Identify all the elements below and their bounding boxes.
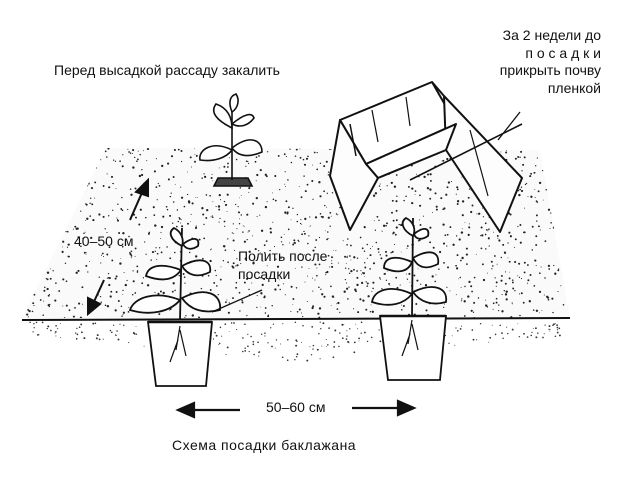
film-cover-icon [329,81,523,233]
ground-line [21,317,571,321]
plant-spacing-label: 50–60 см [266,399,326,415]
potted-plant-icon [370,216,447,381]
water-note-leader [211,289,263,313]
water-note: Полить после посадки [238,248,328,282]
potted-plant-icon [128,226,221,387]
cover-note: За 2 недели до п о с а д к и прикрыть по… [499,27,601,96]
cover-note-leader [497,111,521,141]
arrow-icon [175,399,417,419]
diagram-caption: Схема посадки баклажана [172,437,357,453]
arrow-icon [87,177,149,317]
row-spacing-label: 40–50 см [74,233,134,249]
harden-note: Перед высадкой рассаду закалить [54,62,280,78]
seedling-icon [199,93,263,187]
